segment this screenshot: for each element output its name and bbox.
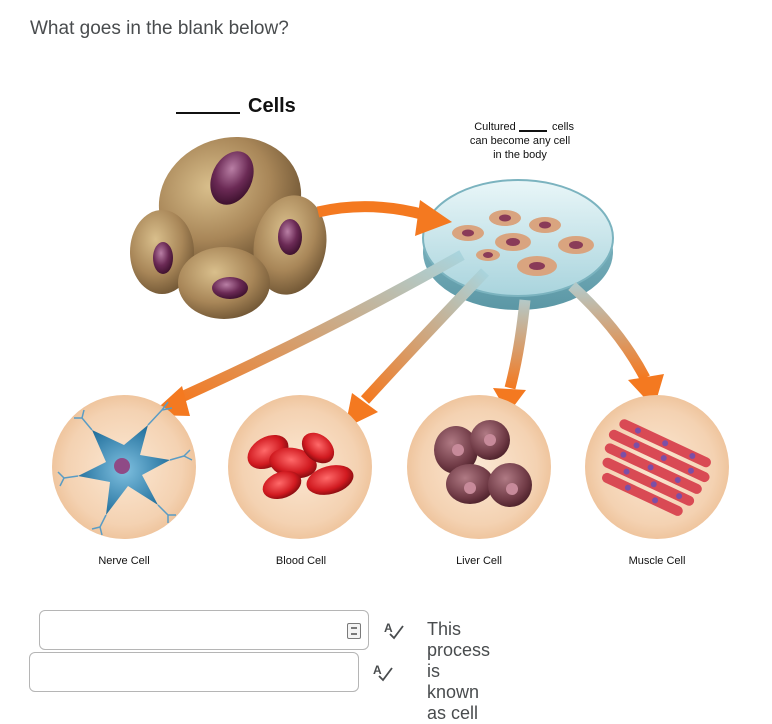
label-nerve-cell: Nerve Cell (98, 555, 149, 567)
arrow-dish-to-liver (493, 299, 531, 414)
spellcheck-icon[interactable]: A (383, 620, 405, 640)
dish-note-line2: can become any cell (470, 135, 570, 147)
svg-text:A: A (384, 621, 393, 635)
answer-field-2[interactable] (29, 652, 359, 692)
blood-cell-figure (228, 395, 372, 539)
answer-field-1[interactable] (39, 610, 369, 650)
arrow-cells-to-dish (316, 200, 452, 236)
arrow-dish-to-muscle (568, 281, 664, 408)
dish-note: Cultured cells can become any cell in th… (470, 121, 575, 161)
dish-note-cells: cells (552, 121, 575, 133)
stem-cell-diagram: Cells Cultured cells can become any cell… (52, 95, 729, 567)
spellcheck-icon[interactable]: A (372, 662, 394, 682)
nerve-cell-figure (52, 395, 196, 539)
svg-text:A: A (373, 663, 382, 677)
diagram-title: Cells (248, 95, 296, 117)
stem-cell-cluster (130, 136, 327, 319)
dish-note-line3: in the body (493, 149, 547, 161)
liver-cell-figure (407, 395, 551, 539)
field-badge-icon[interactable] (347, 623, 361, 639)
label-muscle-cell: Muscle Cell (629, 555, 686, 567)
muscle-cell-figure (585, 395, 729, 539)
prompt-text: This process is known as cell (427, 619, 491, 723)
dish-note-cultured: Cultured (474, 121, 516, 133)
petri-dish (422, 179, 614, 310)
label-blood-cell: Blood Cell (276, 555, 326, 567)
question-text: What goes in the blank below? (30, 18, 289, 39)
label-liver-cell: Liver Cell (456, 555, 502, 567)
